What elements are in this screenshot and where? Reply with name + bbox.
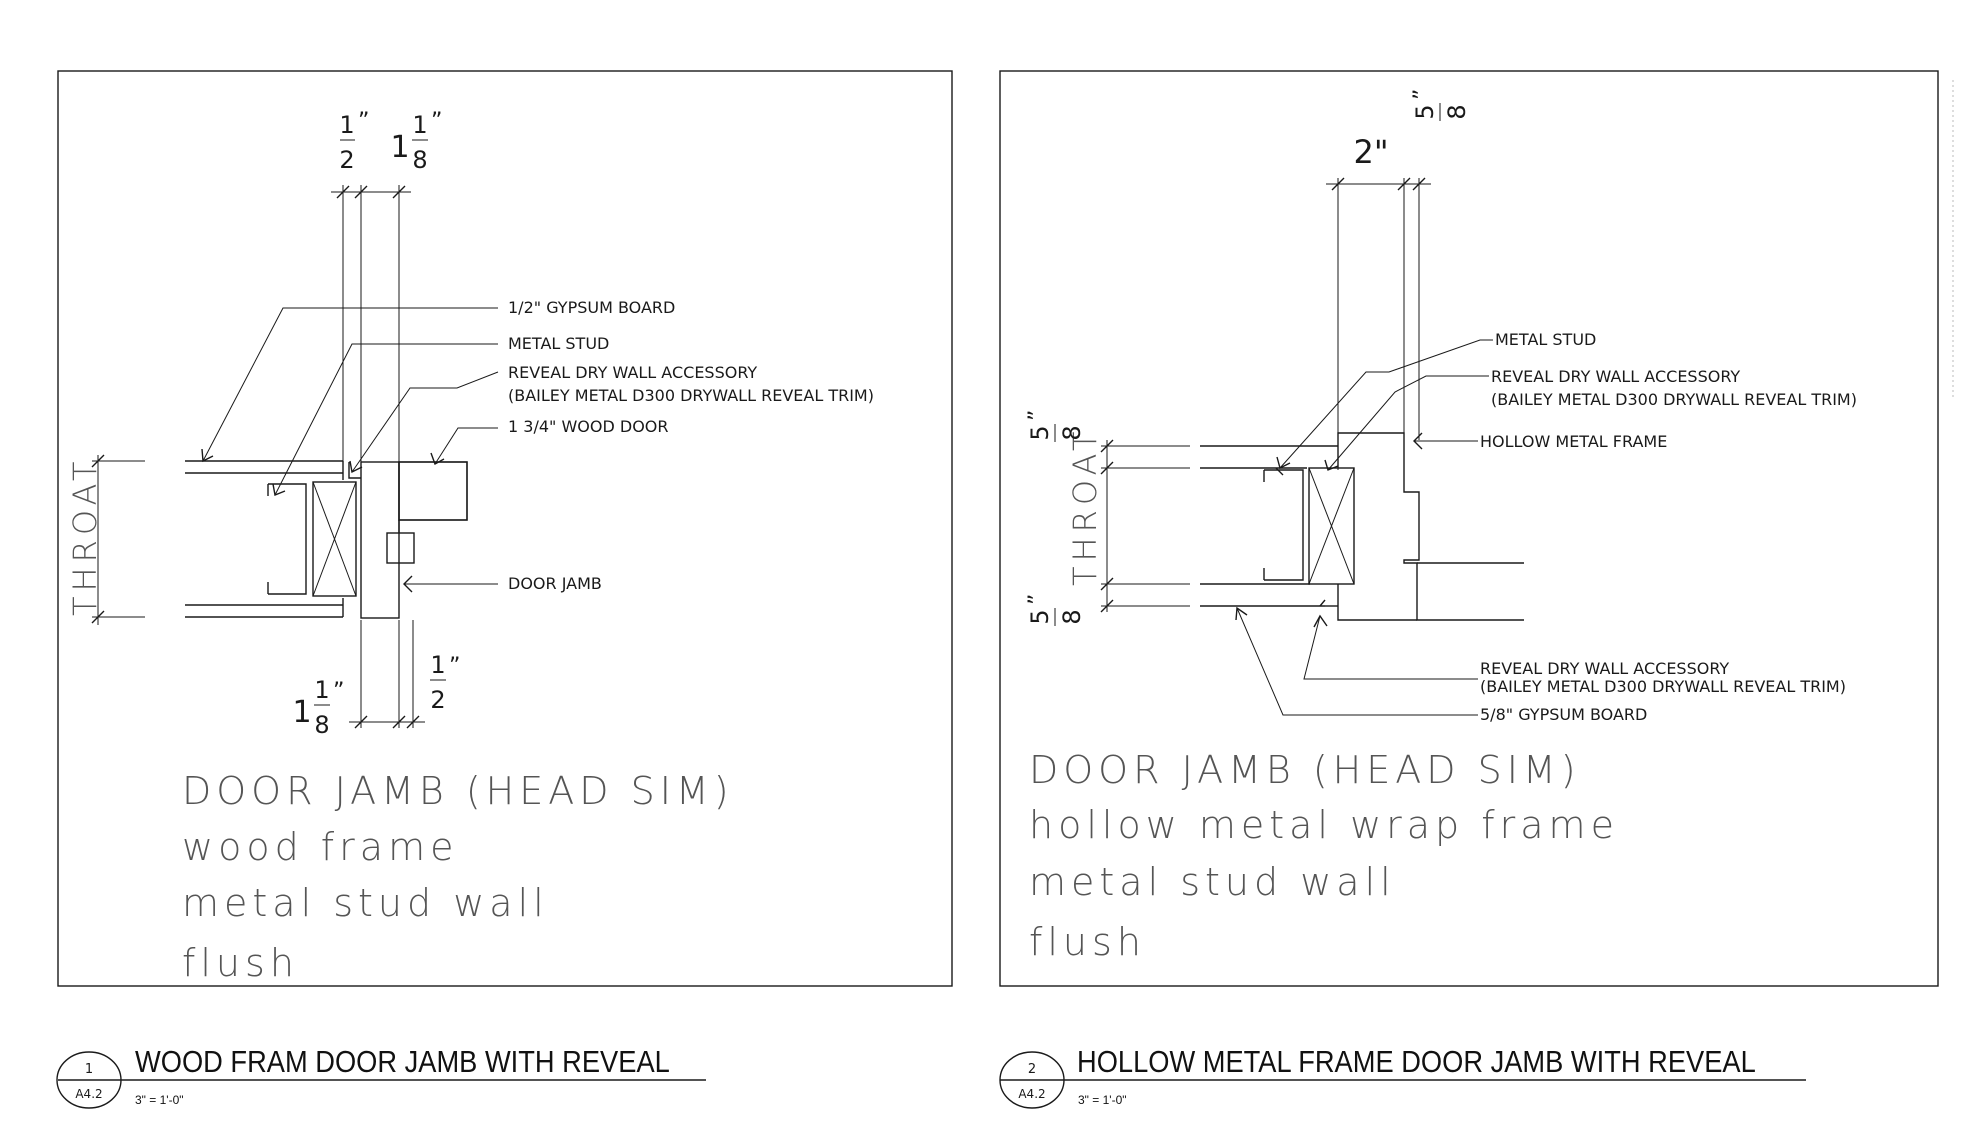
svg-text:”: ” <box>1410 89 1435 100</box>
note-door-jamb: DOOR JAMB <box>508 574 602 593</box>
throat-label: THROAT <box>1066 427 1104 586</box>
detail-2: METAL STUD REVEAL DRY WALL ACCESSORY (BA… <box>999 70 1939 1109</box>
note-reveal-accessory: REVEAL DRY WALL ACCESSORY <box>508 363 757 382</box>
dim-top-b-num: 1 <box>412 111 427 139</box>
detail-1-leaders <box>201 307 499 593</box>
dim-bot-b-num: 1 <box>430 651 445 679</box>
detail-2-leaders <box>1235 339 1493 716</box>
dim-top-a-num: 1 <box>339 111 354 139</box>
note-hollow-metal-frame: HOLLOW METAL FRAME <box>1480 432 1667 451</box>
note-wood-door: 1 3/4" WOOD DOOR <box>508 417 669 436</box>
svg-text:”: ” <box>358 109 369 134</box>
dim-top-a: 2" <box>1353 133 1388 171</box>
dim-left-top-num: 5 <box>1026 425 1054 440</box>
detail-1-description: DOOR JAMB (HEAD SIM) wood frame metal st… <box>182 769 734 985</box>
dim-bot-b-den: 2 <box>430 686 445 714</box>
detail-1: 1/2" GYPSUM BOARD METAL STUD REVEAL DRY … <box>56 70 953 1109</box>
detail-2-title-block: 2 A4.2 HOLLOW METAL FRAME DOOR JAMB WITH… <box>999 1045 1806 1109</box>
svg-text:”: ” <box>1025 410 1050 421</box>
note-gypsum-board: 5/8" GYPSUM BOARD <box>1480 705 1647 724</box>
detail-1-title-block: 1 A4.2 WOOD FRAM DOOR JAMB WITH REVEAL 3… <box>56 1045 706 1109</box>
note-metal-stud: METAL STUD <box>1495 330 1596 349</box>
dim-bot-a-whole: 1 <box>292 695 311 730</box>
note-metal-stud: METAL STUD <box>508 334 609 353</box>
desc-line-1: DOOR JAMB (HEAD SIM) <box>182 769 734 813</box>
sheet-number: A4.2 <box>1018 1087 1045 1101</box>
detail-number: 2 <box>1028 1062 1036 1077</box>
dim-bot-a-num: 1 <box>314 676 329 704</box>
detail-title: HOLLOW METAL FRAME DOOR JAMB WITH REVEAL <box>1077 1045 1756 1079</box>
detail-2-wall-section <box>1200 432 1524 621</box>
detail-2-notes: METAL STUD REVEAL DRY WALL ACCESSORY (BA… <box>1066 330 1857 724</box>
dim-bot-a-den: 8 <box>314 711 329 739</box>
detail-1-dimension-lines <box>91 185 425 729</box>
dim-top-b-whole: 1 <box>390 130 409 165</box>
detail-2-frame <box>999 70 1939 987</box>
svg-text:”: ” <box>333 679 344 704</box>
desc-line-2: hollow metal wrap frame <box>1029 803 1619 847</box>
note-reveal-accessory-bottom: REVEAL DRY WALL ACCESSORY <box>1480 659 1729 678</box>
dim-top-b-num: 5 <box>1411 104 1439 119</box>
svg-text:”: ” <box>449 654 460 679</box>
note-reveal-accessory: REVEAL DRY WALL ACCESSORY <box>1491 367 1740 386</box>
desc-line-1: DOOR JAMB (HEAD SIM) <box>1029 748 1581 792</box>
detail-1-frame <box>57 70 953 987</box>
dim-left-bot-num: 5 <box>1026 609 1054 624</box>
desc-line-4: flush <box>182 941 299 985</box>
detail-2-dimension-lines <box>1100 177 1431 613</box>
detail-title: WOOD FRAM DOOR JAMB WITH REVEAL <box>135 1045 670 1079</box>
detail-1-notes: 1/2" GYPSUM BOARD METAL STUD REVEAL DRY … <box>66 298 874 616</box>
desc-line-2: wood frame <box>182 825 458 869</box>
desc-line-3: metal stud wall <box>182 881 549 925</box>
detail-2-dimension-text: 2" 5 8 ” 5 8 ” 5 8 ” <box>1025 89 1471 626</box>
detail-1-wall-section <box>185 460 361 618</box>
dim-top-b-den: 8 <box>1443 104 1471 119</box>
detail-scale: 3" = 1'-0" <box>1078 1093 1127 1107</box>
svg-text:”: ” <box>1025 594 1050 605</box>
detail-2-description: DOOR JAMB (HEAD SIM) hollow metal wrap f… <box>1029 748 1619 964</box>
throat-label: THROAT <box>66 457 104 616</box>
svg-text:”: ” <box>431 109 442 134</box>
note-gypsum-board: 1/2" GYPSUM BOARD <box>508 298 675 317</box>
dim-left-top-den: 8 <box>1058 425 1086 440</box>
desc-line-3: metal stud wall <box>1029 860 1396 904</box>
note-reveal-trim: (BAILEY METAL D300 DRYWALL REVEAL TRIM) <box>1491 390 1857 409</box>
sheet-number: A4.2 <box>75 1087 102 1101</box>
detail-number: 1 <box>85 1062 93 1077</box>
desc-line-4: flush <box>1029 920 1146 964</box>
note-reveal-trim-bottom: (BAILEY METAL D300 DRYWALL REVEAL TRIM) <box>1480 677 1846 696</box>
detail-1-jamb-and-door <box>360 461 468 619</box>
dim-left-bot-den: 8 <box>1058 609 1086 624</box>
detail-1-dimension-text: 1 2 ” 1 1 8 ” 1 1 8 ” 1 2 ” <box>292 109 460 739</box>
note-reveal-trim: (BAILEY METAL D300 DRYWALL REVEAL TRIM) <box>508 386 874 405</box>
detail-scale: 3" = 1'-0" <box>135 1093 184 1107</box>
dim-top-a-den: 2 <box>339 146 354 174</box>
dim-top-b-den: 8 <box>412 146 427 174</box>
